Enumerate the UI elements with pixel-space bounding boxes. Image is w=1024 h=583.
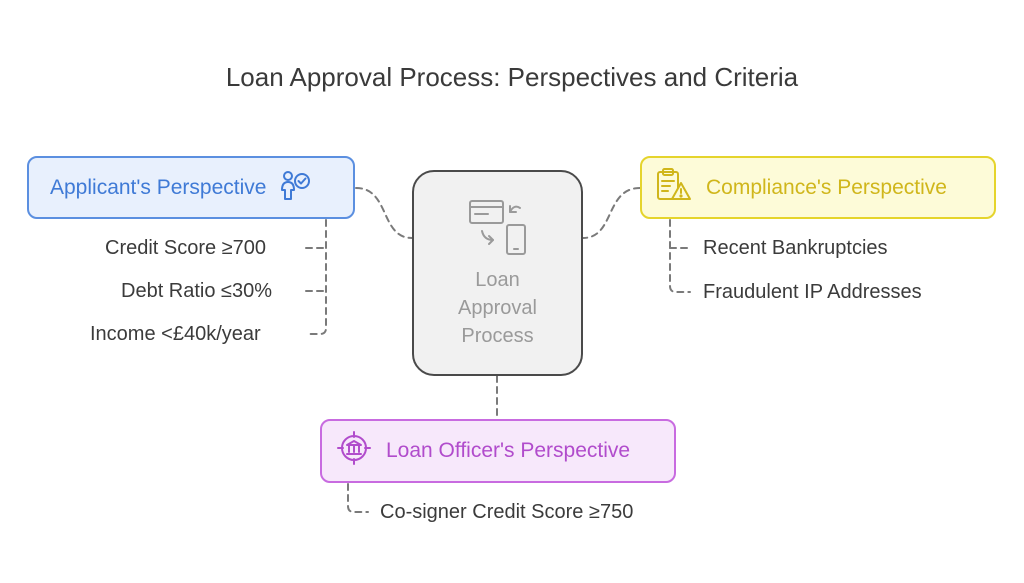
- bank-target-icon: [336, 430, 372, 472]
- connector-applicant-items: [305, 219, 327, 335]
- compliance-item-recent-bankruptcies: Recent Bankruptcies: [703, 237, 888, 259]
- person-check-icon: [278, 168, 312, 208]
- loan-officer-perspective-label: Loan Officer's Perspective: [386, 439, 631, 462]
- compliance-perspective-box[interactable]: Compliance's Perspective: [640, 156, 996, 219]
- center-label-line-2: Approval: [458, 297, 537, 319]
- loan-officer-perspective-box[interactable]: Loan Officer's Perspective: [320, 419, 676, 483]
- center-label-line-3: Process: [461, 325, 534, 347]
- connector-compliance-items: [669, 219, 691, 293]
- applicant-item-credit-score: Credit Score ≥700: [105, 237, 267, 259]
- compliance-item-fraudulent-ip: Fraudulent IP Addresses: [703, 281, 922, 303]
- center-label-line-1: Loan: [475, 269, 520, 291]
- card-and-phone-transfer-icon: [468, 198, 530, 265]
- compliance-perspective-label: Compliance's Perspective: [706, 175, 947, 199]
- applicant-perspective-label: Applicant's Perspective: [50, 175, 267, 199]
- loan-approval-process-node[interactable]: Loan Approval Process: [412, 170, 583, 376]
- applicant-item-debt-ratio: Debt Ratio ≤30%: [121, 280, 273, 302]
- connector-officer-items: [347, 483, 369, 513]
- diagram-title: Loan Approval Process: Perspectives and …: [225, 62, 799, 92]
- clipboard-warning-icon: [654, 167, 692, 209]
- applicant-perspective-box[interactable]: Applicant's Perspective: [27, 156, 355, 219]
- officer-item-cosigner-credit-score: Co-signer Credit Score ≥750: [380, 501, 634, 523]
- applicant-item-income: Income <£40k/year: [90, 323, 261, 345]
- loan-approval-process-label: Loan Approval Process: [414, 266, 581, 350]
- connector-applicant-center: [355, 187, 413, 239]
- connector-compliance-center: [582, 187, 641, 239]
